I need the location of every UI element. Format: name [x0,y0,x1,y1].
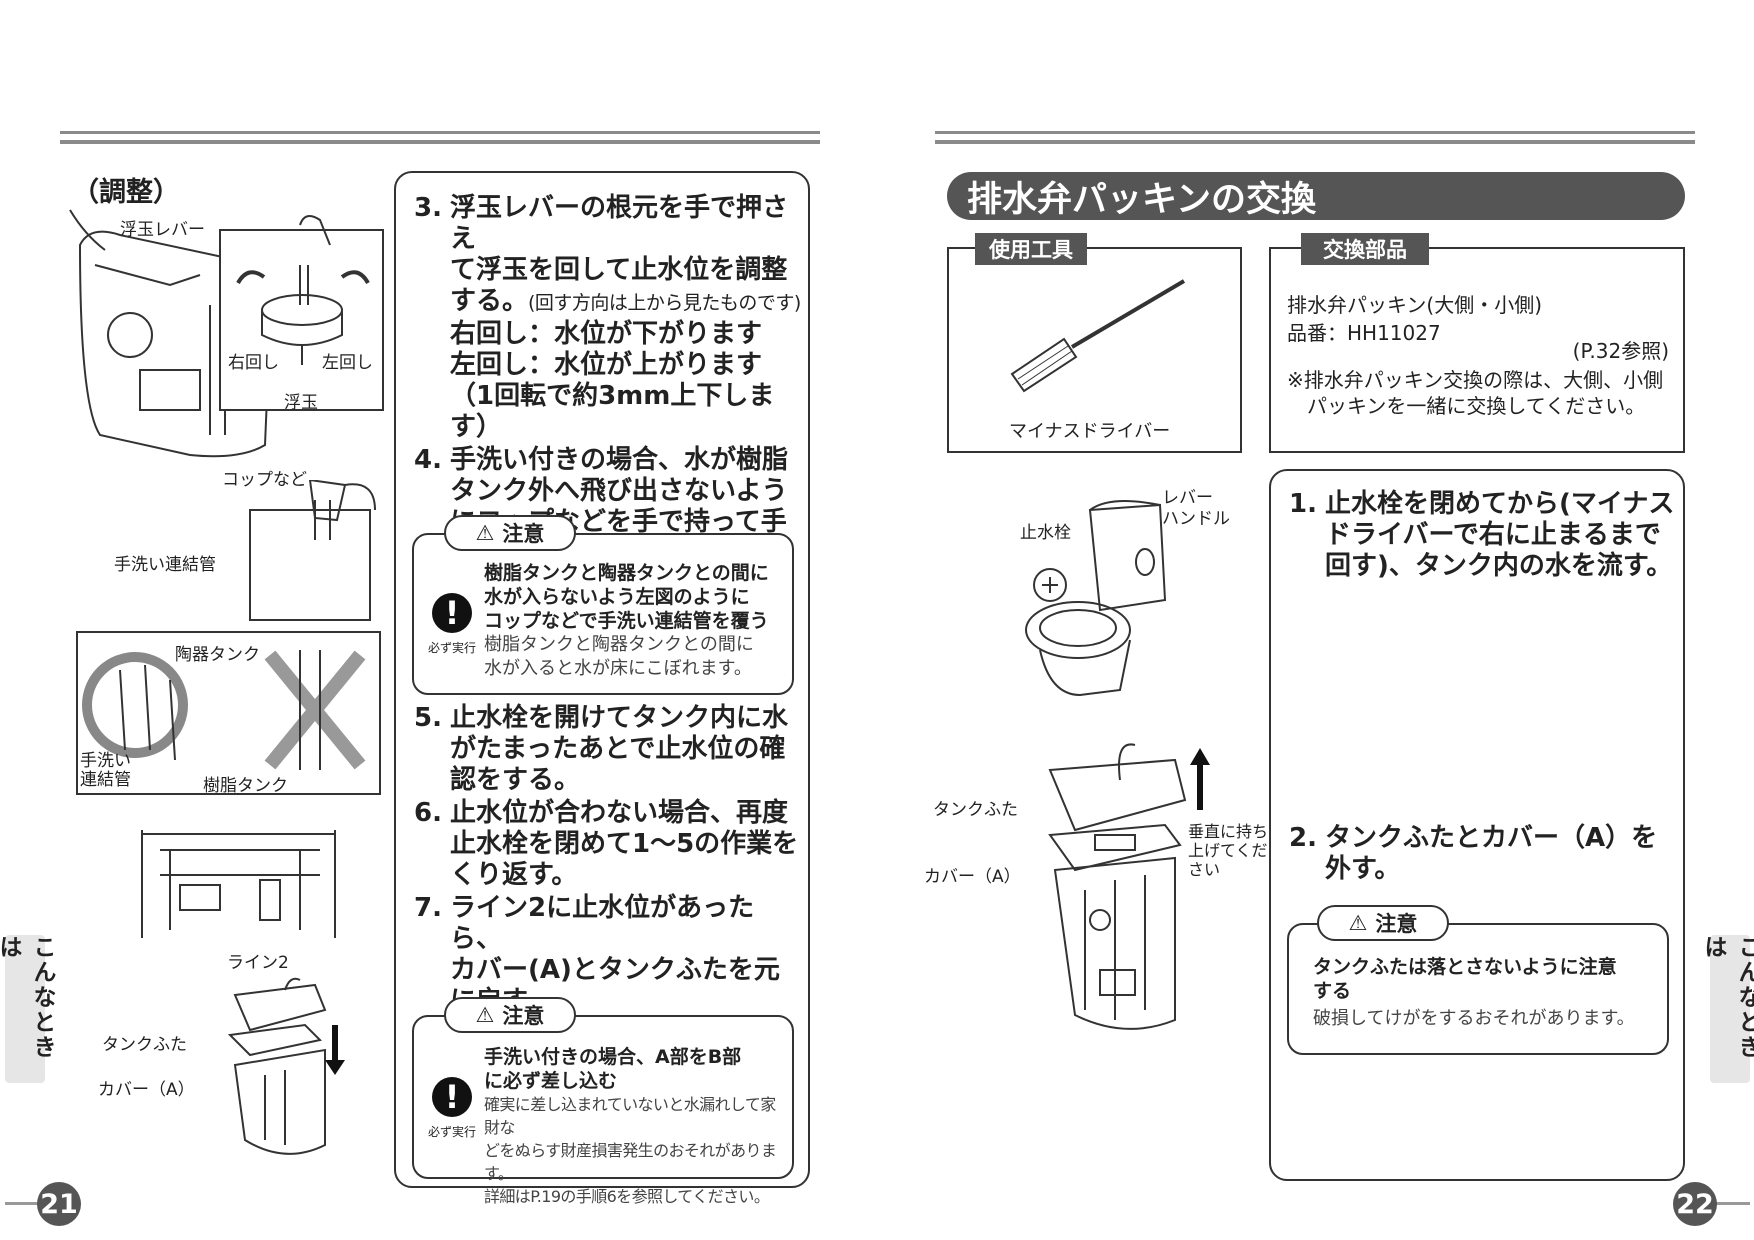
float-lever-label: 浮玉レバー [120,220,205,240]
cover-a-label-right: カバー（A） [924,867,1021,887]
exclamation-icon: ! [432,1077,472,1117]
caution-2-bold: 手洗い付きの場合、A部をB部 に必ず差し込む [484,1046,742,1092]
line2-illustration [141,830,336,938]
caution-box-3: ⚠注意 タンクふたは落とさないように注意 する 破損してけがをするおそれがありま… [1287,905,1669,1055]
toilet-illustration [1025,500,1167,697]
header-rule-right [935,131,1695,134]
page-number-left: 21 [37,1182,81,1226]
float-adjust-illustration [69,209,384,458]
must-do-badge-2: ! 必ず実行 [427,1077,476,1139]
page-rule-right [1710,1202,1750,1205]
header-rule-left [60,131,820,134]
part-number: 品番：HH11027 [1287,321,1441,345]
part-note: ※排水弁パッキン交換の際は、大側、小側 パッキンを一緒に交換してください。 [1287,368,1664,418]
cup-label: コップなど [222,470,307,490]
tools-box: 使用工具 マイナスドライバー [947,233,1242,453]
warning-icon: ⚠ [1348,911,1368,935]
tool-name: マイナスドライバー [1009,421,1171,442]
caution-2-text: 確実に差し込まれていないと水漏れして家財な どをぬらす財産損害発生のおそれがあり… [484,1095,777,1206]
left-steps-box: 3. 浮玉レバーの根元を手で押さえ て浮玉を回して止水位を調整 する。(回す方向… [394,171,810,1206]
cover-a-label-left: カバー（A） [98,1080,195,1100]
parts-tab: 交換部品 [1301,233,1429,265]
cup-cover-illustration [76,480,381,795]
resin-tank-label: 樹脂タンク [203,776,288,796]
header-rule-right-2 [935,140,1695,144]
stop-valve-label: 止水栓 [1020,523,1071,543]
step-6: 6. 止水位が合わない場合、再度 止水栓を閉めて1〜5の作業を くり返す。 [414,798,799,890]
must-do-badge-1: ! 必ず実行 [427,593,476,655]
screwdriver-icon [1010,279,1186,393]
step-3: 3. 浮玉レバーの根元を手で押さえ て浮玉を回して止水位を調整 する。(回す方向… [414,193,801,442]
lid-cover-illustration [227,977,345,1155]
caution-tab-1: ⚠注意 [444,515,576,551]
right-steps-box: 1. 止水栓を閉めてから(マイナス ドライバーで右に止まるまで 回す)、タンク内… [1269,469,1685,1181]
section-label-adjust: （調整） [72,177,180,208]
side-tab-left[interactable]: こんなときは [0,935,55,1083]
caution-3-bold: タンクふたは落とさないように注意 する [1313,956,1617,1002]
tank-lid-label-right: タンクふた [933,800,1018,820]
part-name: 排水弁パッキン(大側・小側) [1287,293,1543,317]
lever-handle-label: レバー ハンドル [1162,488,1230,529]
right-step-2: 2. タンクふたとカバー（A）を 外す。 [1289,823,1658,884]
warning-icon: ⚠ [475,521,495,545]
left-steps-2: 5. 止水栓を開けてタンク内に水 がたまったあとで止水位の確 認をする。 6. … [414,703,806,1019]
handwash-pipe-label: 手洗い連結管 [114,555,216,575]
side-tab-right[interactable]: こんなときは [1700,935,1754,1083]
ceramic-tank-label: 陶器タンク [175,645,260,665]
float-label: 浮玉 [284,393,318,413]
exclamation-icon: ! [432,593,472,633]
caution-tab-3: ⚠注意 [1317,905,1449,941]
caution-box-2: ⚠注意 ! 必ず実行 手洗い付きの場合、A部をB部 に必ず差し込む 確実に差し込… [412,997,794,1206]
step-5: 5. 止水栓を開けてタンク内に水 がたまったあとで止水位の確 認をする。 [414,703,789,795]
tools-tab: 使用工具 [975,233,1087,265]
page-rule-left [5,1202,45,1205]
caution-tab-2: ⚠注意 [444,997,576,1033]
warning-icon: ⚠ [475,1003,495,1027]
tank-lid-label-left: タンクふた [102,1035,187,1055]
page-title: 排水弁パッキンの交換 [947,172,1685,220]
parts-box: 交換部品 排水弁パッキン(大側・小側) 品番：HH11027 (P.32参照) … [1269,233,1685,453]
right-step-1: 1. 止水栓を閉めてから(マイナス ドライバーで右に止まるまで 回す)、タンク内… [1289,489,1675,581]
header-rule-left-2 [60,140,820,144]
turn-left-label: 左回し [322,353,373,373]
line2-label: ライン2 [227,953,289,973]
caution-box-1: ⚠注意 ! 必ず実行 樹脂タンクと陶器タンクとの間に 水が入らないよう左図のよう… [412,515,794,695]
caution-1-bold: 樹脂タンクと陶器タンクとの間に 水が入らないよう左図のように コップなどで手洗い… [484,562,769,632]
handwash-pipe-label-2: 手洗い 連結管 [80,751,131,790]
caution-1-text: 樹脂タンクと陶器タンクとの間に 水が入ると水が床にこぼれます。 [484,634,754,679]
lid-removal-illustration [1048,743,1210,1030]
page-number-right: 22 [1673,1182,1717,1226]
turn-right-label: 右回し [228,353,279,373]
caution-3-text: 破損してけがをするおそれがあります。 [1313,1008,1635,1029]
lift-vertical-note: 垂直に持ち 上げてくだ さい [1188,822,1269,879]
part-ref: (P.32参照) [1572,339,1669,363]
